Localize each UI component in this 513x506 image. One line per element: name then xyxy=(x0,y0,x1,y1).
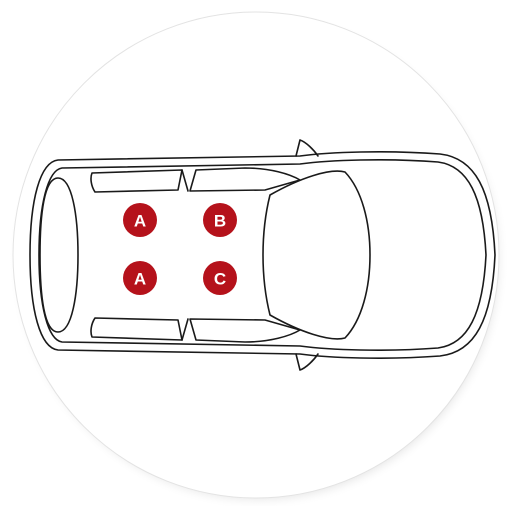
side-window-front-upper xyxy=(189,167,301,192)
windshield xyxy=(262,170,371,340)
seat-marker-front-right: B xyxy=(203,203,237,237)
rear-window xyxy=(39,177,79,333)
mirror-upper xyxy=(295,139,319,157)
seat-marker-letter: A xyxy=(134,270,146,289)
seat-marker-front-left: A xyxy=(123,203,157,237)
seat-marker-circle xyxy=(203,261,237,295)
seat-marker-circle xyxy=(123,203,157,237)
seat-marker-circle xyxy=(123,261,157,295)
car-body-inner-outline xyxy=(38,159,487,351)
seat-markers: A B A C xyxy=(123,203,237,295)
side-window-rear-upper xyxy=(90,169,183,193)
pillar-lower xyxy=(181,318,189,341)
pillar-upper xyxy=(181,169,189,192)
seat-marker-rear-left: A xyxy=(123,261,157,295)
side-window-front-lower xyxy=(189,318,301,343)
side-window-rear-lower xyxy=(90,317,183,341)
seat-marker-letter: A xyxy=(134,212,146,231)
seat-marker-circle xyxy=(203,203,237,237)
seat-marker-letter: C xyxy=(214,270,226,289)
seat-marker-letter: B xyxy=(214,212,226,231)
car-body-outline xyxy=(29,151,496,359)
background-disc xyxy=(12,11,500,499)
seat-marker-rear-right: C xyxy=(203,261,237,295)
mirror-lower xyxy=(295,353,319,371)
